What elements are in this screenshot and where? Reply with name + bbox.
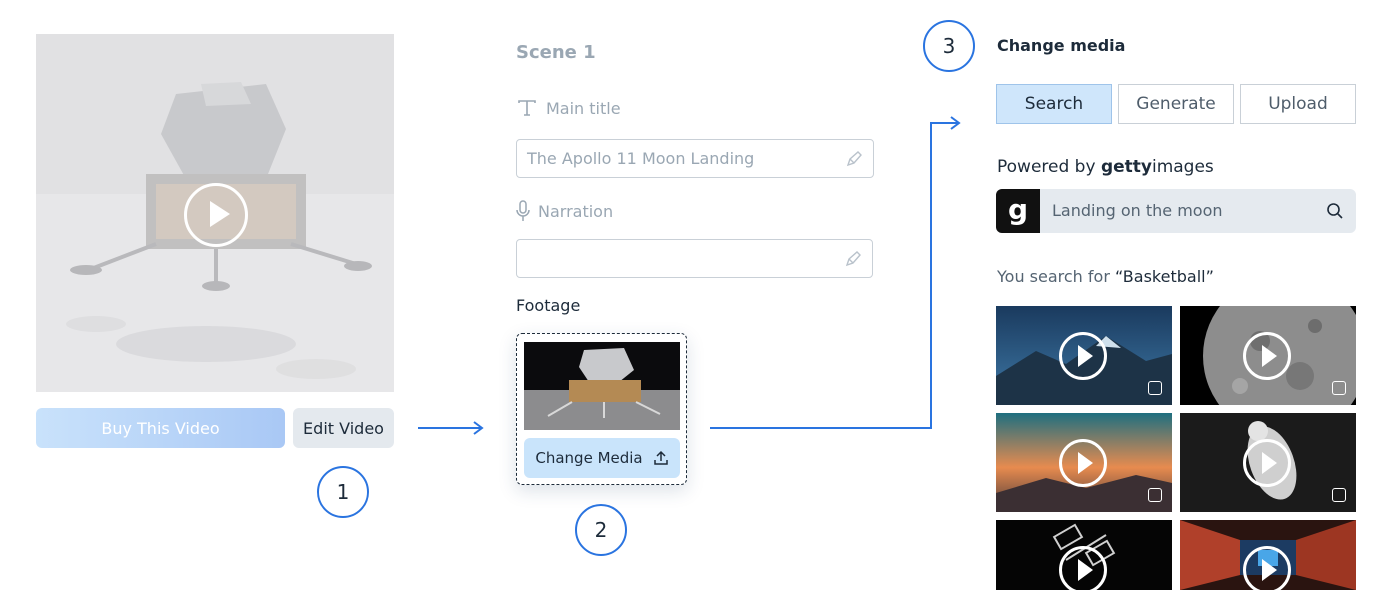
main-title-label-text: Main title [546, 98, 621, 118]
play-icon[interactable] [1059, 439, 1107, 487]
result-tile-space-station[interactable] [996, 520, 1172, 590]
result-tile-neon-tunnel[interactable] [1180, 520, 1356, 590]
elbow-arrow-icon [710, 116, 961, 429]
result-tile-moon[interactable] [1180, 306, 1356, 405]
result-tile-sunset-clouds[interactable] [996, 413, 1172, 512]
play-icon[interactable] [1243, 546, 1291, 590]
play-icon[interactable] [1243, 439, 1291, 487]
lunar-module-thumbnail-image [524, 342, 680, 430]
search-value: Landing on the moon [1052, 201, 1223, 220]
result-tile-astronaut[interactable] [1180, 413, 1356, 512]
step-number: 3 [942, 34, 956, 58]
getty-logo: g [996, 189, 1040, 233]
step-3-badge: 3 [923, 20, 975, 72]
play-icon[interactable] [1059, 332, 1107, 380]
tab-generate[interactable]: Generate [1118, 84, 1234, 124]
getty-brand-rest: images [1151, 157, 1214, 177]
text-icon [518, 100, 536, 116]
search-icon[interactable] [1326, 202, 1344, 220]
select-checkbox[interactable] [1148, 381, 1162, 395]
edit-video-button[interactable]: Edit Video [293, 408, 394, 448]
narration-label-text: Narration [538, 201, 614, 221]
microphone-icon [516, 200, 530, 221]
footage-label: Footage [516, 296, 581, 315]
upload-icon [653, 450, 668, 465]
step-2-badge: 2 [575, 504, 627, 556]
search-input[interactable]: g Landing on the moon [996, 189, 1356, 233]
change-media-button[interactable]: Change Media [524, 438, 680, 478]
step-number: 2 [594, 518, 608, 542]
select-checkbox[interactable] [1332, 381, 1346, 395]
powered-by-label: Powered by gettyimages [997, 157, 1214, 177]
select-checkbox[interactable] [1332, 488, 1346, 502]
play-icon[interactable] [1059, 546, 1107, 590]
lunar-module-image [36, 34, 394, 392]
play-icon[interactable] [184, 183, 248, 247]
results-label: You search for “Basketball” [997, 267, 1214, 286]
powered-prefix: Powered by [997, 157, 1096, 177]
main-title-label: Main title [516, 98, 621, 118]
main-title-input[interactable]: The Apollo 11 Moon Landing [516, 139, 874, 178]
tab-search[interactable]: Search [996, 84, 1112, 124]
change-media-label: Change Media [535, 449, 643, 467]
narration-input[interactable] [516, 239, 873, 278]
video-preview[interactable] [36, 34, 394, 392]
scene-title: Scene 1 [516, 42, 596, 63]
getty-brand-bold: getty [1100, 157, 1152, 177]
result-tile-mountain-night[interactable] [996, 306, 1172, 405]
results-query: “Basketball” [1115, 267, 1214, 286]
step-1-badge: 1 [317, 466, 369, 518]
footage-thumbnail[interactable] [524, 342, 680, 430]
select-checkbox[interactable] [1148, 488, 1162, 502]
play-icon[interactable] [1243, 332, 1291, 380]
buy-video-button[interactable]: Buy This Video [36, 408, 285, 448]
step-number: 1 [336, 480, 350, 504]
narration-label: Narration [516, 200, 613, 222]
arrow-right-icon [418, 421, 484, 435]
main-title-value: The Apollo 11 Moon Landing [527, 149, 755, 168]
change-media-title: Change media [997, 36, 1126, 55]
pencil-icon[interactable] [844, 250, 862, 268]
tab-upload[interactable]: Upload [1240, 84, 1356, 124]
footage-card[interactable]: Change Media [516, 333, 687, 485]
results-prefix: You search for [997, 267, 1110, 286]
pencil-icon[interactable] [845, 150, 863, 168]
